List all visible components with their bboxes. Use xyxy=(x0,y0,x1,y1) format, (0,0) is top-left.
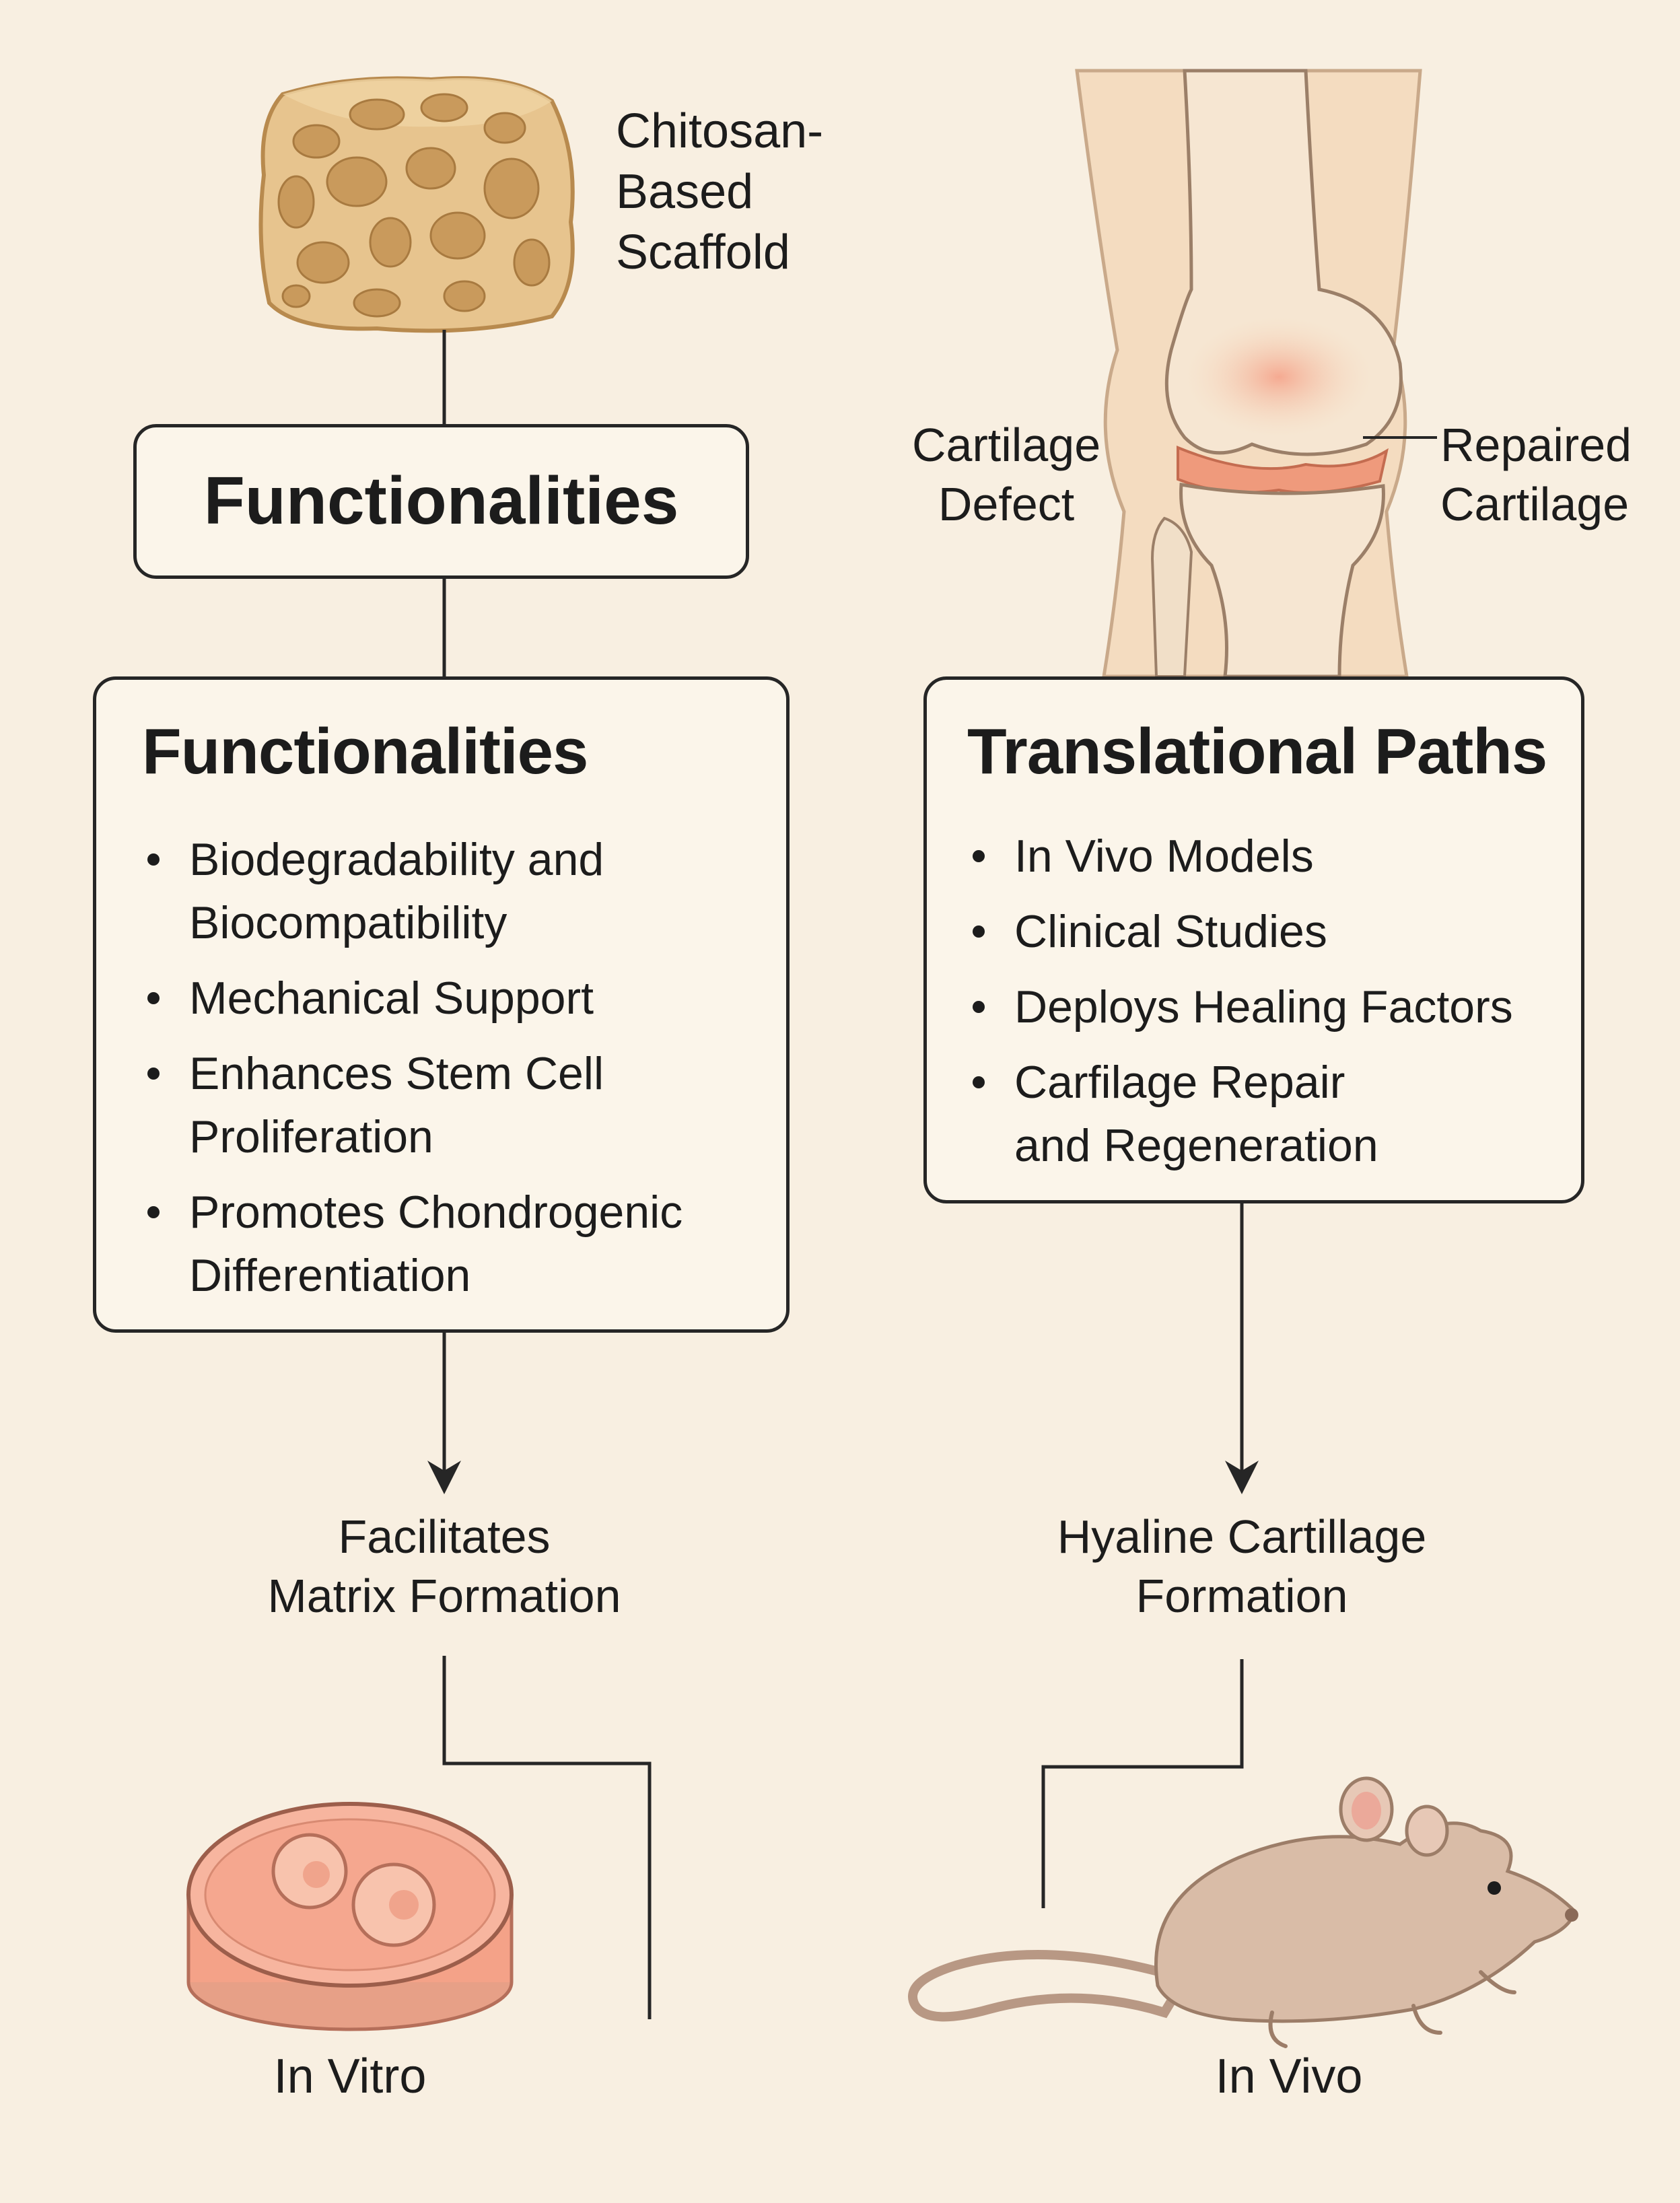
functionalities-panel-title: Functionalities xyxy=(142,715,588,788)
list-item: Deploys Healing Factors xyxy=(967,975,1573,1039)
hyaline-cartilage-label: Hyaline Cartillage Formation xyxy=(1057,1510,1427,1622)
functionalities-heading: Functionalities xyxy=(203,463,679,538)
translational-panel-title: Translational Paths xyxy=(967,715,1547,788)
list-item: Biodegradability and Biocompatibility xyxy=(142,828,768,954)
list-item: In Vivo Models xyxy=(967,825,1573,888)
in-vitro-label: In Vitro xyxy=(273,2050,427,2103)
functionalities-heading-box: Functionalities xyxy=(133,424,749,579)
translational-panel: Translational Paths In Vivo Models Clini… xyxy=(923,676,1584,1203)
list-item: Enhances Stem Cell Proliferation xyxy=(142,1042,768,1168)
matrix-formation-label: Facilitates Matrix Formation xyxy=(267,1510,621,1622)
scaffold-illustration xyxy=(258,76,575,333)
list-item: Mechanical Support xyxy=(142,967,768,1030)
functionalities-list: Biodegradability and Biocompatibility Me… xyxy=(142,828,768,1319)
repaired-cartilage-label: Repaired Cartilage xyxy=(1440,419,1632,530)
knee-illustration xyxy=(1075,69,1437,678)
mouse-illustration xyxy=(908,1776,1578,2048)
scaffold-label: Chitosan- Based Scaffold xyxy=(616,104,824,279)
list-item: Carfilage Repair and Regeneration xyxy=(967,1051,1573,1177)
connectors xyxy=(427,330,1259,2019)
translational-list: In Vivo Models Clinical Studies Deploys … xyxy=(967,825,1573,1189)
cartilage-defect-label: Cartilage Defect xyxy=(912,419,1101,530)
in-vivo-label: In Vivo xyxy=(1215,2050,1363,2103)
list-item: Promotes Chondrogenic Differentiation xyxy=(142,1181,768,1307)
functionalities-panel: Functionalities Biodegradability and Bio… xyxy=(93,676,790,1333)
list-item: Clinical Studies xyxy=(967,900,1573,963)
petri-dish-illustration xyxy=(186,1802,514,2031)
